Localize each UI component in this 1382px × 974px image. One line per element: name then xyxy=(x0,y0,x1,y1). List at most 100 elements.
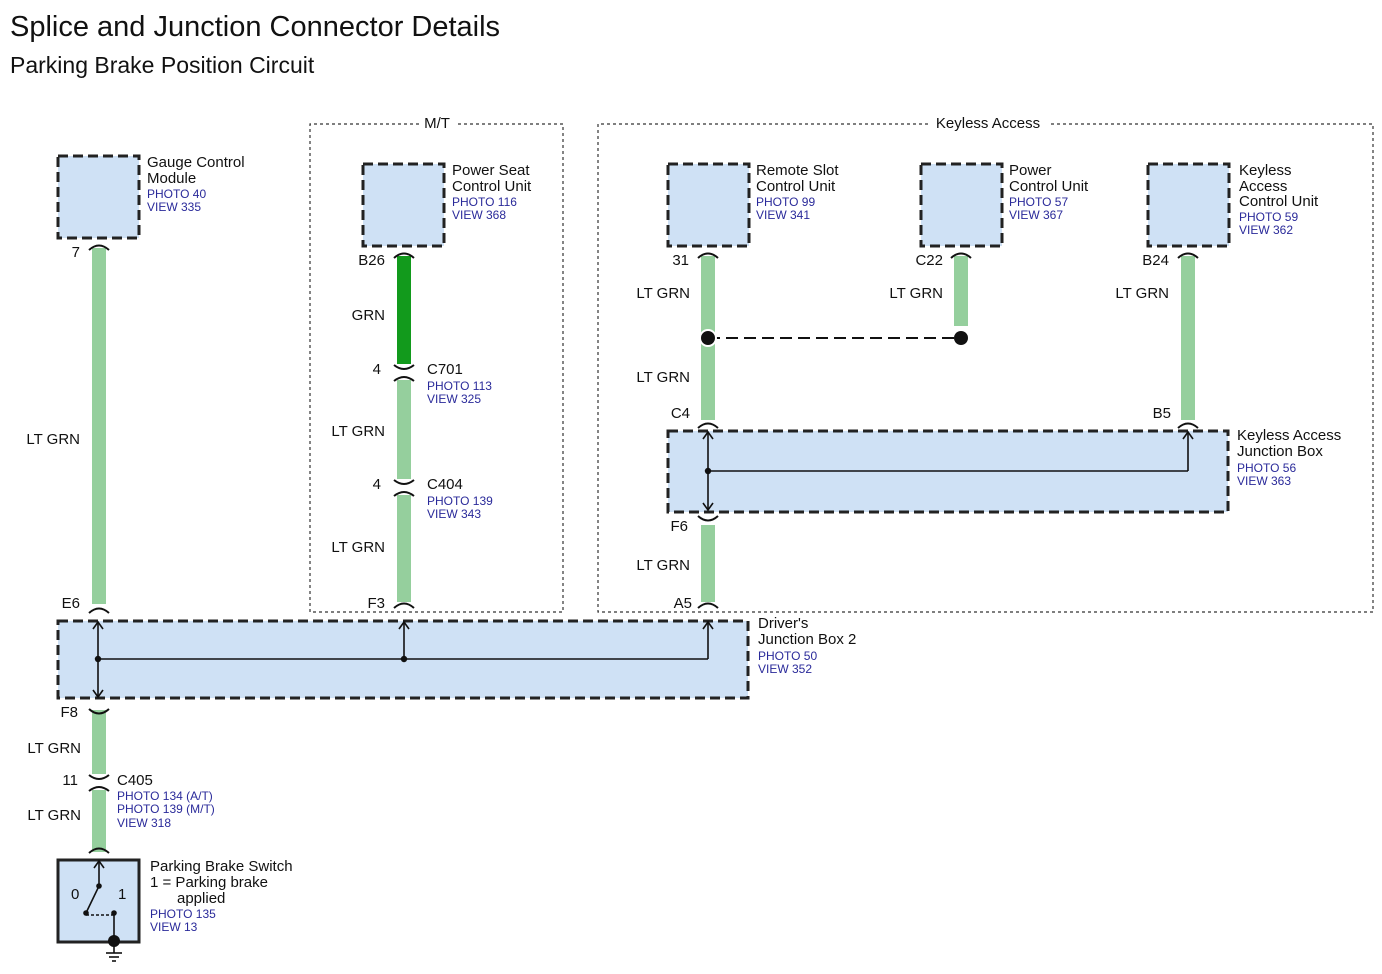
brake-switch-terminal xyxy=(88,847,110,854)
parking-brake-switch: 0 1 Parking Brake Switch 1 = Parking bra… xyxy=(56,847,293,944)
c404-cap-bottom xyxy=(393,491,415,497)
keyless-region-label: Keyless Access xyxy=(936,115,1040,132)
keyless-cu-box xyxy=(1146,162,1231,248)
brake-switch-name-2: 1 = Parking brake xyxy=(150,874,268,891)
power-cu-pin-terminal xyxy=(950,252,972,259)
c404-photo-link[interactable]: PHOTO 139 xyxy=(427,494,493,508)
drivers-jb-f8-terminal xyxy=(88,708,110,715)
keyless-cu-name-3: Control Unit xyxy=(1239,193,1319,210)
gauge-photo-link[interactable]: PHOTO 40 xyxy=(147,187,206,201)
power-seat-view-link[interactable]: VIEW 368 xyxy=(452,208,506,222)
c405-photo-at-link[interactable]: PHOTO 134 (A/T) xyxy=(117,789,213,803)
power-cu-pin: C22 xyxy=(915,252,943,269)
wire-label-seat-lower: LT GRN xyxy=(331,539,385,556)
keyless-jb-name-1: Keyless Access xyxy=(1237,427,1341,444)
gauge-pin-terminal xyxy=(88,244,110,251)
keyless-jb-pin-b5: B5 xyxy=(1153,405,1171,422)
splice-dot-right xyxy=(954,331,968,345)
remote-slot-control-unit: Remote Slot Control Unit PHOTO 99 VIEW 3… xyxy=(666,162,839,269)
power-seat-control-unit: Power Seat Control Unit PHOTO 116 VIEW 3… xyxy=(358,162,532,269)
page-subtitle: Parking Brake Position Circuit xyxy=(10,52,315,78)
wire-label-c405-switch: LT GRN xyxy=(27,807,81,824)
keyless-jb-arrow-f6 xyxy=(702,502,714,512)
brake-switch-pos1: 1 xyxy=(118,886,126,903)
drivers-jb-pin-f3: F3 xyxy=(367,595,385,612)
splice-remote-power xyxy=(699,329,968,347)
gauge-name-2: Module xyxy=(147,170,196,187)
keyless-jb-b5-terminal xyxy=(1177,422,1199,429)
keyless-jb-view-link[interactable]: VIEW 363 xyxy=(1237,474,1291,488)
brake-switch-name-1: Parking Brake Switch xyxy=(150,858,293,875)
keyless-region: Keyless Access xyxy=(597,115,1374,613)
keyless-access-junction-box: C4 B5 F6 Keyless Access Junction Box PHO… xyxy=(666,405,1341,535)
keyless-cu-view-link[interactable]: VIEW 362 xyxy=(1239,223,1293,237)
power-cu-photo-link[interactable]: PHOTO 57 xyxy=(1009,195,1068,209)
c405-cap-bottom xyxy=(88,786,110,792)
drivers-jb-arrow-a5 xyxy=(702,620,714,630)
brake-switch-blade xyxy=(85,885,100,914)
keyless-cu-pin: B24 xyxy=(1142,252,1169,269)
c404-connector: 4 C404 PHOTO 139 VIEW 343 xyxy=(373,476,493,521)
c405-cap-top xyxy=(88,774,110,780)
drivers-jb-arrow-e6 xyxy=(92,620,104,630)
keyless-jb-pin-f6: F6 xyxy=(670,518,688,535)
c404-name: C404 xyxy=(427,476,463,493)
keyless-access-control-unit: Keyless Access Control Unit PHOTO 59 VIE… xyxy=(1142,162,1319,269)
drivers-jb-view-link[interactable]: VIEW 352 xyxy=(758,662,812,676)
c405-photo-mt-link[interactable]: PHOTO 139 (M/T) xyxy=(117,802,215,816)
remote-slot-view-link[interactable]: VIEW 341 xyxy=(756,208,810,222)
power-cu-name-1: Power xyxy=(1009,162,1052,179)
c404-pin: 4 xyxy=(373,476,381,493)
c701-pin: 4 xyxy=(373,361,381,378)
brake-switch-view-link[interactable]: VIEW 13 xyxy=(150,920,198,934)
c701-connector: 4 C701 PHOTO 113 VIEW 325 xyxy=(373,361,493,406)
mt-region: M/T xyxy=(309,115,564,613)
splice-dot-left xyxy=(699,329,717,347)
drivers-jb-name-2: Junction Box 2 xyxy=(758,631,856,648)
drivers-jb-arrow-f3 xyxy=(398,620,410,630)
drivers-jb-pin-a5: A5 xyxy=(674,595,692,612)
c701-name: C701 xyxy=(427,361,463,378)
keyless-cu-photo-link[interactable]: PHOTO 59 xyxy=(1239,210,1298,224)
remote-slot-photo-link[interactable]: PHOTO 99 xyxy=(756,195,815,209)
keyless-jb-f6-terminal xyxy=(697,515,719,522)
remote-slot-pin: 31 xyxy=(672,252,689,269)
brake-switch-arrow xyxy=(93,859,105,869)
c405-name: C405 xyxy=(117,772,153,789)
power-control-unit: Power Control Unit PHOTO 57 VIEW 367 C22 xyxy=(915,162,1089,269)
power-seat-photo-link[interactable]: PHOTO 116 xyxy=(452,195,517,209)
power-cu-name-2: Control Unit xyxy=(1009,178,1089,195)
page-title: Splice and Junction Connector Details xyxy=(10,11,500,43)
c701-photo-link[interactable]: PHOTO 113 xyxy=(427,379,492,393)
ground-icon xyxy=(106,935,122,962)
keyless-jb-photo-link[interactable]: PHOTO 56 xyxy=(1237,461,1296,475)
c405-connector: 11 C405 PHOTO 134 (A/T) PHOTO 139 (M/T) … xyxy=(62,772,214,830)
drivers-junction-box-2: E6 F3 A5 F8 Driver's Junction Box 2 PHOT… xyxy=(56,595,856,721)
wire-label-remote-upper: LT GRN xyxy=(636,285,690,302)
drivers-jb-photo-link[interactable]: PHOTO 50 xyxy=(758,649,817,663)
power-cu-box xyxy=(919,162,1004,248)
c404-view-link[interactable]: VIEW 343 xyxy=(427,507,481,521)
brake-switch-photo-link[interactable]: PHOTO 135 xyxy=(150,907,216,921)
keyless-cu-name-1: Keyless xyxy=(1239,162,1292,179)
keyless-cu-name-2: Access xyxy=(1239,178,1287,195)
remote-slot-name-1: Remote Slot xyxy=(756,162,839,179)
gauge-view-link[interactable]: VIEW 335 xyxy=(147,200,201,214)
keyless-jb-arrow-b5 xyxy=(1182,430,1194,440)
wire-label-gauge: LT GRN xyxy=(26,431,80,448)
c701-cap-bottom xyxy=(393,376,415,382)
c405-view-link[interactable]: VIEW 318 xyxy=(117,816,171,830)
c405-pin: 11 xyxy=(62,772,78,789)
power-seat-name-1: Power Seat xyxy=(452,162,530,179)
power-seat-pin-terminal xyxy=(393,252,415,259)
drivers-jb-arrow-f8 xyxy=(92,689,104,699)
drivers-jb-dot-mid xyxy=(400,655,408,663)
power-seat-name-2: Control Unit xyxy=(452,178,532,195)
c701-view-link[interactable]: VIEW 325 xyxy=(427,392,481,406)
power-cu-view-link[interactable]: VIEW 367 xyxy=(1009,208,1063,222)
drivers-jb-pin-e6: E6 xyxy=(62,595,80,612)
ground-junction-dot xyxy=(108,935,120,947)
drivers-jb-f3-terminal xyxy=(393,602,415,609)
wire-label-power-cu: LT GRN xyxy=(889,285,943,302)
